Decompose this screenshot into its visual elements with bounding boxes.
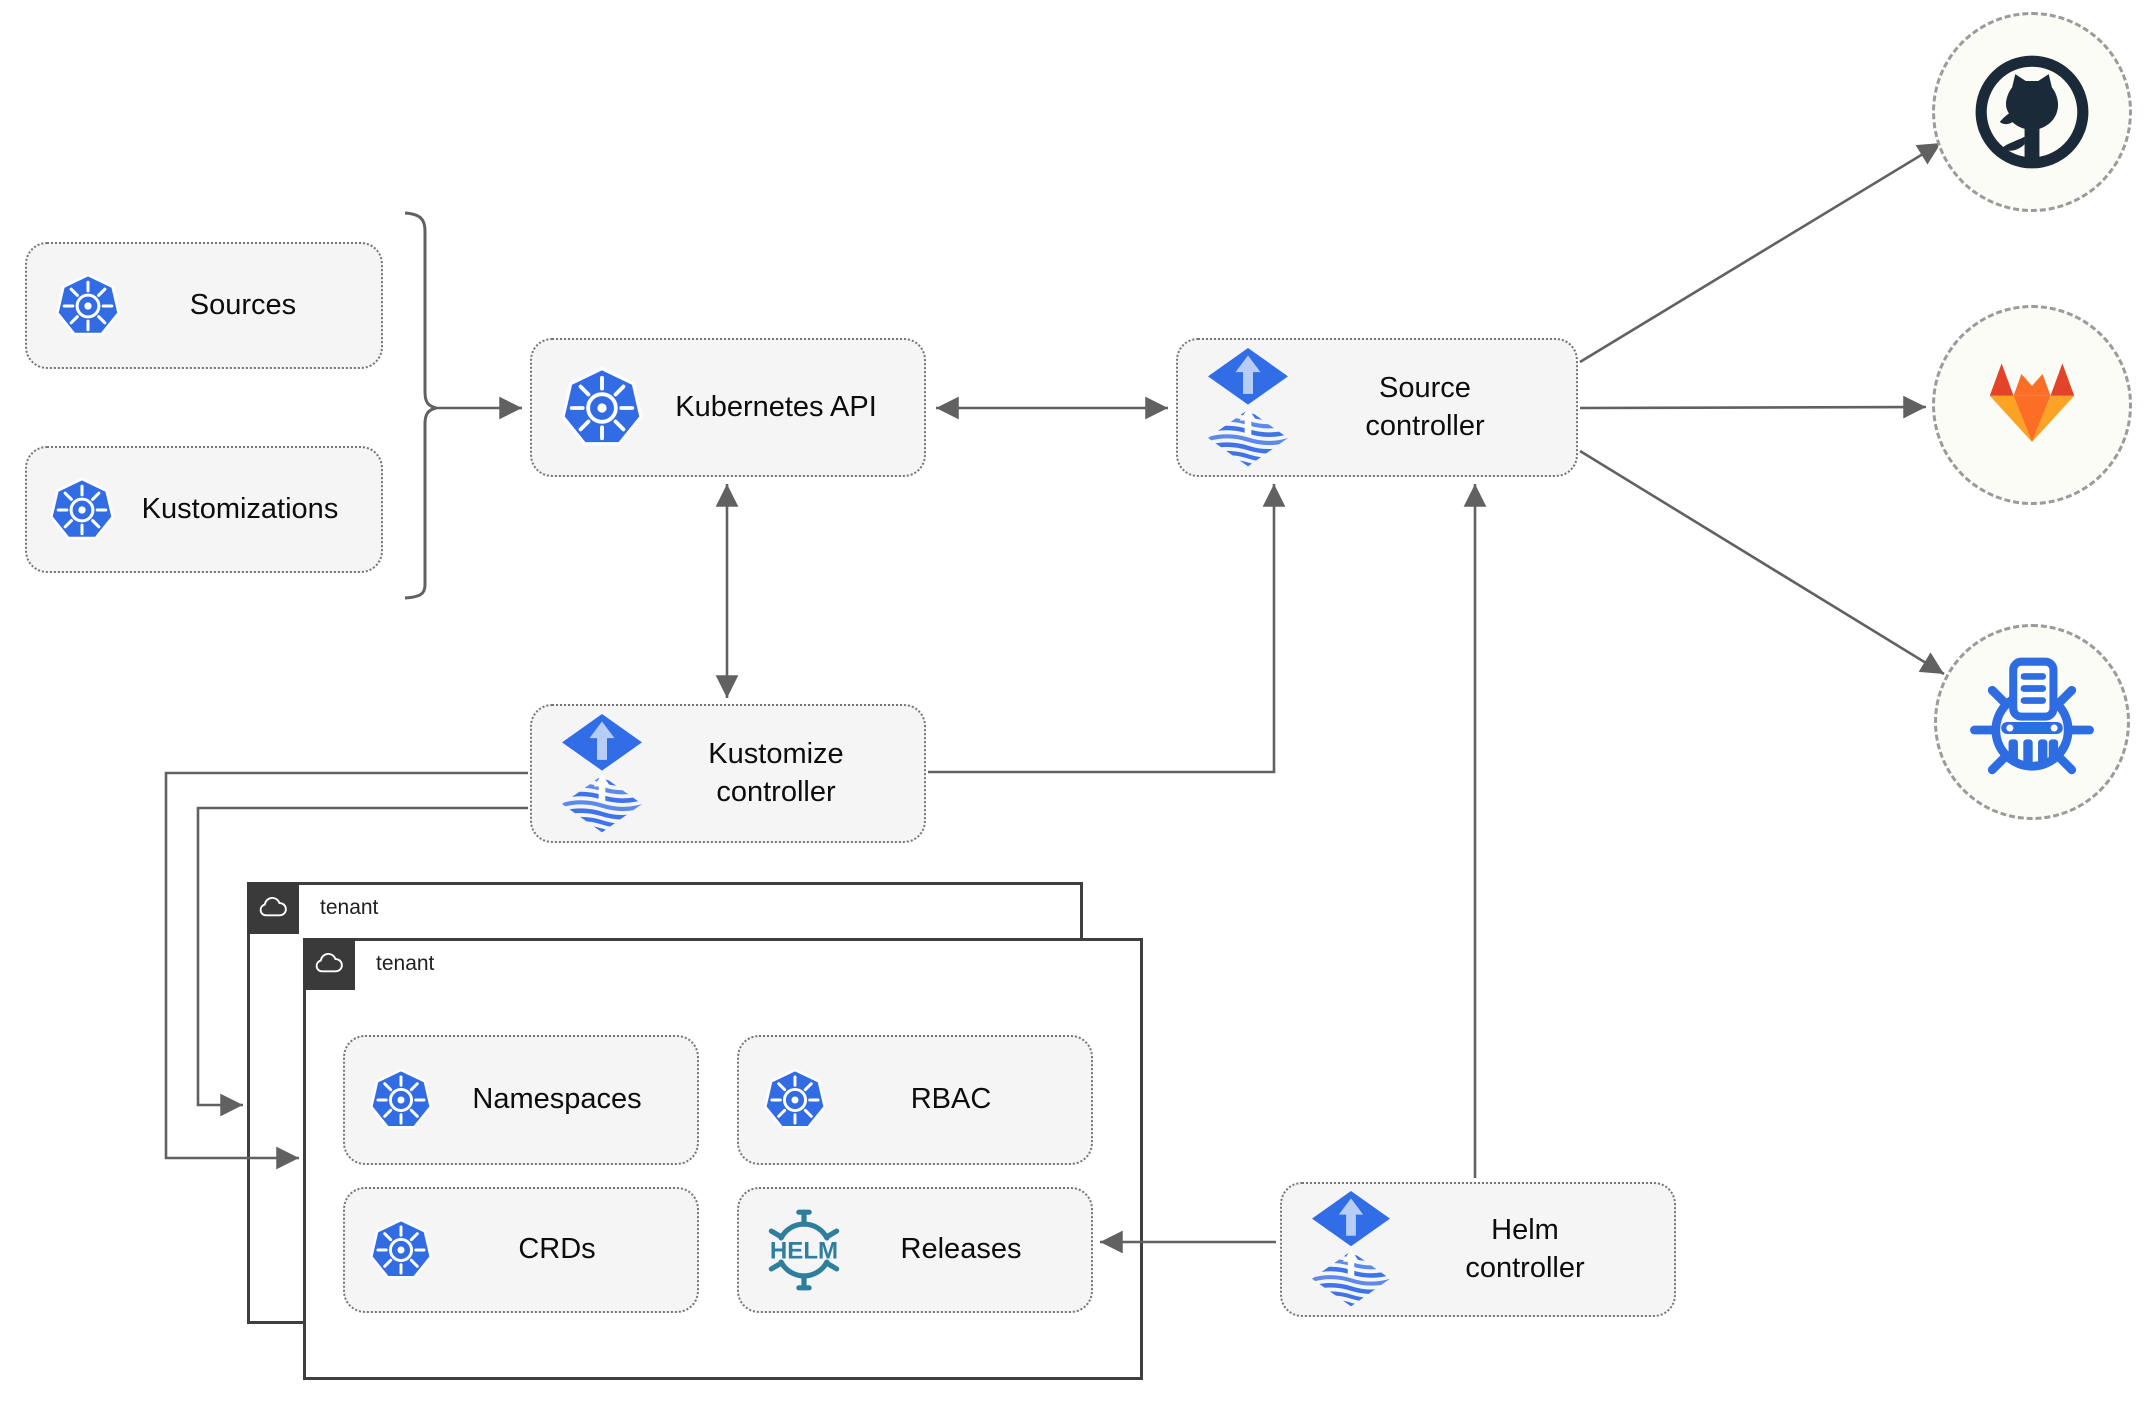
gitlab-icon xyxy=(1989,363,2075,442)
edge-kustomize-controller-to-source-controller xyxy=(928,484,1286,774)
edge-source-controller-to-github xyxy=(1579,141,1942,364)
node-label: Kustomize controller xyxy=(708,738,844,808)
node-kustomizations: Kustomizations xyxy=(25,446,383,573)
flux-icon xyxy=(560,714,644,834)
tenant-label: tenant xyxy=(320,896,379,919)
tenant-label: tenant xyxy=(376,952,435,975)
node-label: CRDs xyxy=(518,1233,596,1266)
node-namespaces: Namespaces xyxy=(343,1035,699,1165)
node-label: Helm controller xyxy=(1465,1214,1585,1284)
edge-source-controller-to-gitlab xyxy=(1579,395,1927,419)
node-label: Kubernetes API xyxy=(675,390,877,423)
flux-icon xyxy=(1310,1191,1392,1308)
kubernetes-icon xyxy=(369,1218,433,1282)
node-rbac: RBAC xyxy=(737,1035,1093,1165)
node-label: Kustomizations xyxy=(141,492,339,525)
edge-kustomize-controller-to-tenant-back xyxy=(196,806,528,1117)
node-label: Sources xyxy=(189,288,297,321)
remote-gitlab xyxy=(1932,305,2132,505)
node-source-controller: Source controller xyxy=(1176,338,1578,477)
flux-icon xyxy=(1206,348,1290,468)
node-label: RBAC xyxy=(910,1083,992,1116)
helm-icon xyxy=(761,1207,847,1293)
kubernetes-icon xyxy=(49,476,115,543)
github-icon xyxy=(1970,50,2094,174)
kubernetes-icon xyxy=(763,1068,827,1132)
kubernetes-icon xyxy=(560,366,644,450)
node-sources: Sources xyxy=(25,242,383,369)
node-helm-controller: Helm controller xyxy=(1280,1182,1676,1317)
node-label: Releases xyxy=(900,1233,1022,1266)
tenant-tab xyxy=(303,938,355,990)
node-kubernetes-api: Kubernetes API xyxy=(530,338,926,477)
remote-helm-repository xyxy=(1934,624,2130,820)
node-label: Source controller xyxy=(1365,372,1485,442)
edge-source-controller-to-helm-repository xyxy=(1579,449,1945,676)
node-crds: CRDs xyxy=(343,1187,699,1313)
kubernetes-icon xyxy=(369,1068,433,1132)
node-label: Namespaces xyxy=(472,1083,642,1116)
edge-brace xyxy=(404,211,437,600)
kubernetes-icon xyxy=(55,272,121,339)
node-releases: Releases xyxy=(737,1187,1093,1313)
remote-github xyxy=(1932,12,2132,212)
edge-kustomize-controller-to-tenant-front xyxy=(164,771,528,1170)
helm-repository-icon xyxy=(1965,655,2099,789)
node-kustomize-controller: Kustomize controller xyxy=(530,704,926,843)
tenant-tab xyxy=(247,882,299,934)
